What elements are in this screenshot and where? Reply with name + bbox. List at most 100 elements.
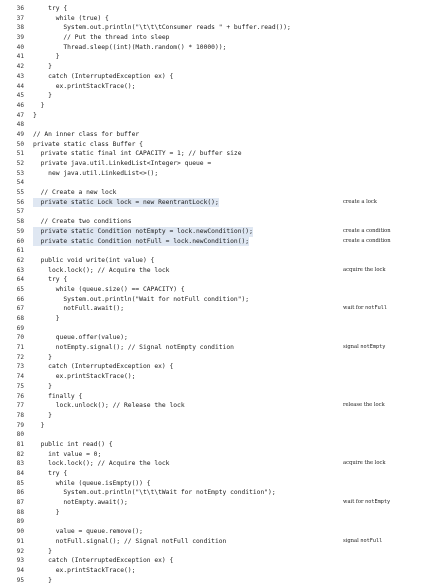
line-number: 85 <box>16 479 24 487</box>
code-line: 44 ex.printStackTrace(); <box>0 82 443 92</box>
line-number: 67 <box>16 305 24 313</box>
line-number: 52 <box>16 160 24 167</box>
line-number: 39 <box>16 34 24 42</box>
code-line: 93 catch (InterruptedException ex) { <box>0 556 443 566</box>
code-text: } <box>33 53 60 61</box>
annotation-text: create a lock <box>343 198 377 205</box>
annotation-text: signal <box>343 537 361 544</box>
code-line: 92 } <box>0 547 443 557</box>
line-number: 88 <box>16 508 24 516</box>
code-text: } <box>33 63 52 71</box>
annotation-text: signal <box>343 344 361 351</box>
code-text: catch (InterruptedException ex) { <box>33 557 174 565</box>
code-text: } <box>33 411 52 419</box>
code-text: try { <box>33 276 68 284</box>
code-line: 48 <box>0 120 443 130</box>
line-number: 77 <box>16 402 24 410</box>
line-number: 55 <box>16 189 24 197</box>
code-text: } <box>33 576 52 584</box>
annotation-text: create a condition <box>343 237 391 244</box>
annotation-code: notEmpty <box>360 344 386 351</box>
code-line: 41 } <box>0 52 443 62</box>
margin-annotation: create a condition <box>343 237 391 247</box>
code-line: 85 while (queue.isEmpty()) { <box>0 479 443 489</box>
code-line: 60 private static Condition notFull = lo… <box>0 236 443 247</box>
code-text: public int read() { <box>33 440 113 448</box>
line-number: 45 <box>16 92 24 100</box>
annotation-text: wait for <box>343 499 366 506</box>
code-text: } <box>33 101 45 109</box>
code-text: notFull.signal(); // Signal notFull cond… <box>33 537 227 545</box>
code-text: new java.util.LinkedList<>(); <box>33 169 159 177</box>
code-text: } <box>33 547 52 555</box>
code-text: System.out.println("Wait for notFull con… <box>33 295 250 303</box>
code-text: notFull.await(); <box>33 305 124 313</box>
code-line: 47} <box>0 111 443 121</box>
code-line: 49// An inner class for buffer <box>0 130 443 140</box>
code-line: 36 try { <box>0 4 443 14</box>
line-number: 79 <box>16 421 24 429</box>
code-text: // An inner class for buffer <box>33 130 140 138</box>
code-line: 57 <box>0 207 443 217</box>
line-number: 37 <box>16 14 24 22</box>
code-line: 51 private static final int CAPACITY = 1… <box>0 149 443 159</box>
code-text: } <box>33 315 60 322</box>
code-line: 56 private static Lock lock = new Reentr… <box>0 197 443 208</box>
line-number: 58 <box>16 218 24 226</box>
code-text: } <box>33 421 45 429</box>
code-line: 42 } <box>0 62 443 72</box>
line-number: 54 <box>16 179 24 187</box>
code-text: catch (InterruptedException ex) { <box>33 363 174 371</box>
line-number: 83 <box>16 460 24 468</box>
code-line: 74 ex.printStackTrace(); <box>0 372 443 382</box>
code-text: queue.offer(value); <box>33 334 128 342</box>
code-line: 75 } <box>0 382 443 392</box>
code-line: 78 } <box>0 411 443 421</box>
code-line: 55 // Create a new lock <box>0 188 443 198</box>
code-text: } <box>33 353 52 361</box>
code-line: 68 } <box>0 314 443 324</box>
line-number: 81 <box>16 440 24 448</box>
code-text: while (queue.isEmpty()) { <box>33 479 151 487</box>
line-number: 53 <box>16 169 24 177</box>
code-text: } <box>33 382 52 390</box>
line-number: 62 <box>16 256 24 264</box>
line-number: 89 <box>16 518 24 526</box>
line-number: 78 <box>16 411 24 419</box>
code-text: // Create two conditions <box>33 218 132 226</box>
code-line: 38 System.out.println("\t\t\tConsumer re… <box>0 23 443 33</box>
line-number: 43 <box>16 72 24 80</box>
code-text: ex.printStackTrace(); <box>33 373 136 381</box>
line-number: 93 <box>16 557 24 565</box>
annotation-text: release the lock <box>343 402 385 409</box>
line-number: 90 <box>16 528 24 536</box>
margin-annotation: acquire the lock <box>343 266 386 276</box>
line-number: 76 <box>16 392 24 400</box>
line-number: 82 <box>16 450 24 458</box>
margin-annotation: signal notFull <box>343 537 382 547</box>
line-number: 42 <box>16 63 24 71</box>
line-number: 44 <box>16 82 24 90</box>
code-line: 39 // Put the thread into sleep <box>0 33 443 43</box>
code-text: // Create a new lock <box>33 189 117 197</box>
code-line: 81 public int read() { <box>0 440 443 450</box>
line-number: 63 <box>16 266 24 274</box>
code-text: ex.printStackTrace(); <box>33 82 136 90</box>
line-number: 41 <box>16 53 24 61</box>
code-text: finally { <box>33 392 83 400</box>
code-line: 46 } <box>0 101 443 111</box>
code-line: 73 catch (InterruptedException ex) { <box>0 362 443 372</box>
code-text: // Put the thread into sleep <box>33 34 170 42</box>
code-text: System.out.println("\t\t\tConsumer reads… <box>33 24 291 32</box>
line-number: 38 <box>16 24 24 32</box>
line-number: 40 <box>16 43 24 51</box>
code-line: 79 } <box>0 421 443 431</box>
code-text: } <box>33 111 37 119</box>
highlighted-code-text: private static Condition notFull = lock.… <box>33 236 250 247</box>
code-line: 54 <box>0 178 443 188</box>
line-number: 47 <box>16 111 24 119</box>
margin-annotation: create a lock <box>343 198 377 208</box>
code-line: 66 System.out.println("Wait for notFull … <box>0 295 443 305</box>
line-number: 50 <box>16 140 24 148</box>
line-number: 60 <box>16 237 24 245</box>
